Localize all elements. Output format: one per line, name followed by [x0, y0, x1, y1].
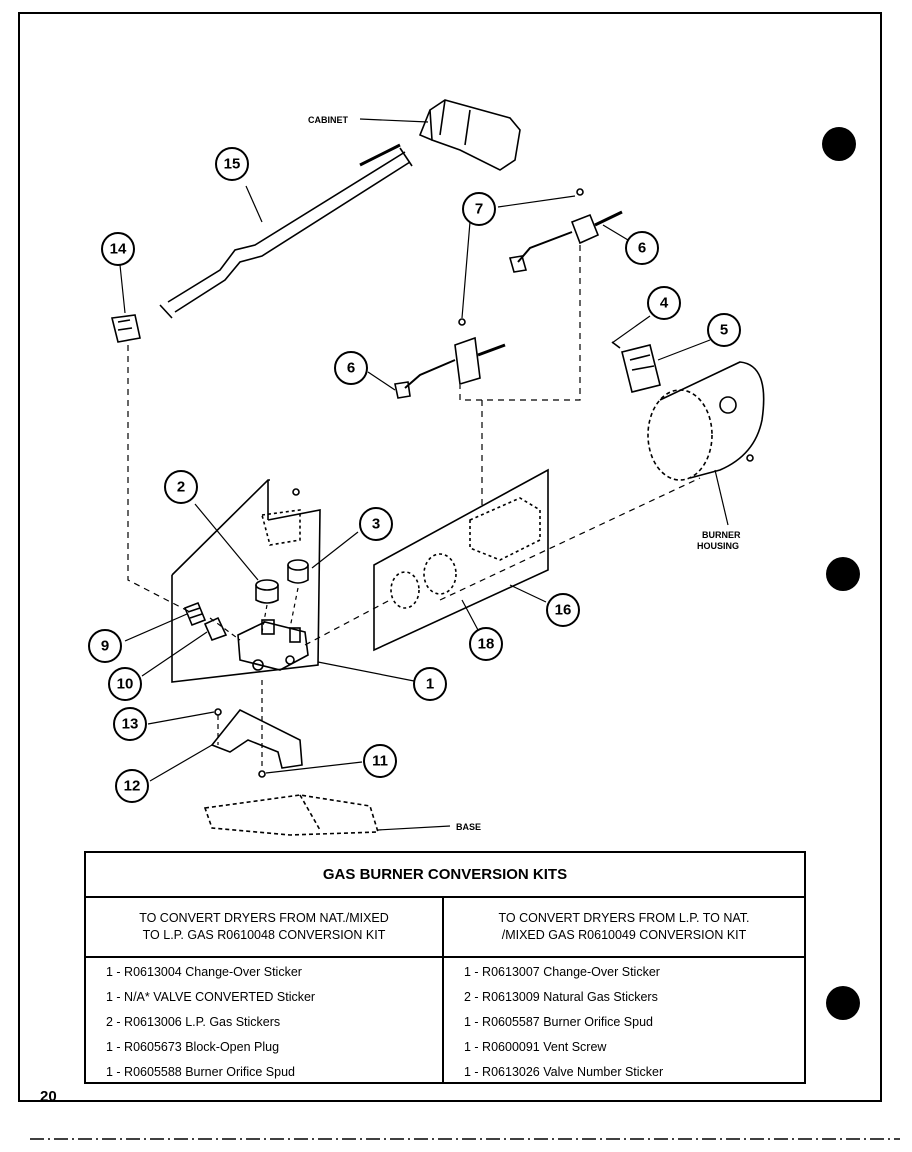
callout-16: 16: [555, 602, 572, 619]
page-border: [18, 12, 882, 1102]
screw-part-13: [214, 708, 222, 716]
fitting-part-10: [203, 616, 228, 642]
kit-item: 1 - R0613004 Change-Over Sticker: [106, 965, 302, 979]
binder-hole: [826, 557, 860, 591]
sensor-harness-upper: [508, 188, 623, 273]
column-heading: TO CONVERT DRYERS FROM NAT./MIXED TO L.P…: [86, 898, 442, 958]
fitting-part-14: [111, 314, 141, 343]
label-burner-housing-1: BURNER: [702, 530, 741, 540]
cabinet-part: [418, 99, 521, 171]
kit-item: 1 - R0605588 Burner Orifice Spud: [106, 1065, 295, 1079]
bracket-part-5: [611, 341, 661, 393]
column-heading: TO CONVERT DRYERS FROM L.P. TO NAT. /MIX…: [444, 898, 804, 958]
conversion-kits-table: GAS BURNER CONVERSION KITS TO CONVERT DR…: [84, 851, 806, 1084]
valve-bracket: [171, 479, 321, 683]
kit-item: 1 - N/A* VALVE CONVERTED Sticker: [106, 990, 316, 1004]
kit-item: 2 - R0613006 L.P. Gas Stickers: [106, 1015, 281, 1029]
exploded-parts-diagram: CABINET BURNER HOUSING BASE 1 2 3 4 5 6 …: [88, 99, 765, 836]
binder-hole: [826, 986, 860, 1020]
callout-10: 10: [117, 676, 134, 693]
label-burner-housing-2: HOUSING: [697, 541, 739, 551]
callout-6-lower: 6: [347, 360, 355, 377]
burner-housing: [647, 361, 765, 481]
kit-column-nat-to-lp: TO CONVERT DRYERS FROM NAT./MIXED TO L.P…: [86, 898, 444, 1082]
column-heading-line: TO CONVERT DRYERS FROM NAT./MIXED: [139, 911, 389, 925]
callout-3: 3: [372, 516, 380, 533]
kit-column-lp-to-nat: TO CONVERT DRYERS FROM L.P. TO NAT. /MIX…: [444, 898, 804, 1082]
label-cabinet: CABINET: [308, 115, 349, 125]
valve-coil-part-3: [287, 559, 309, 584]
callout-11: 11: [372, 753, 388, 770]
callout-14: 14: [110, 241, 127, 258]
scan-edge-line: [30, 1138, 900, 1140]
callout-2: 2: [177, 479, 185, 496]
kit-item: 1 - R0613007 Change-Over Sticker: [464, 965, 660, 979]
callout-18: 18: [478, 636, 495, 653]
label-base: BASE: [456, 822, 481, 832]
callout-1: 1: [426, 676, 434, 693]
callout-4: 4: [660, 295, 669, 312]
mounting-bracket-part-12: [210, 708, 303, 769]
callout-9: 9: [101, 638, 109, 655]
fitting-part-9: [183, 601, 207, 627]
callout-7: 7: [475, 201, 483, 218]
table-title: GAS BURNER CONVERSION KITS: [86, 853, 804, 898]
callout-5: 5: [720, 322, 728, 339]
column-heading-line: TO L.P. GAS R0610048 CONVERSION KIT: [142, 928, 386, 942]
screw-part-11: [258, 770, 266, 778]
kit-item: 2 - R0613009 Natural Gas Stickers: [464, 990, 658, 1004]
burner-panel-part-16: [373, 468, 549, 652]
gas-valve-part-1: [237, 619, 309, 671]
valve-coil-part-2: [255, 579, 279, 604]
base-part: [203, 794, 380, 836]
callout-13: 13: [122, 716, 139, 733]
sensor-harness-lower: [394, 318, 506, 399]
callout-15: 15: [224, 156, 241, 173]
kit-item: 1 - R0605587 Burner Orifice Spud: [464, 1015, 653, 1029]
kit-item: 1 - R0613026 Valve Number Sticker: [464, 1065, 664, 1079]
page-number: 20: [40, 1088, 57, 1105]
callout-12: 12: [124, 778, 141, 795]
callout-6-upper: 6: [638, 240, 646, 257]
kit-item: 1 - R0605673 Block-Open Plug: [106, 1040, 280, 1054]
column-heading-line: /MIXED GAS R0610049 CONVERSION KIT: [501, 928, 747, 942]
gas-pipe-part-15: [159, 143, 413, 319]
column-heading-line: TO CONVERT DRYERS FROM L.P. TO NAT.: [498, 911, 750, 925]
binder-hole: [822, 127, 856, 161]
kit-item: 1 - R0600091 Vent Screw: [464, 1040, 607, 1054]
